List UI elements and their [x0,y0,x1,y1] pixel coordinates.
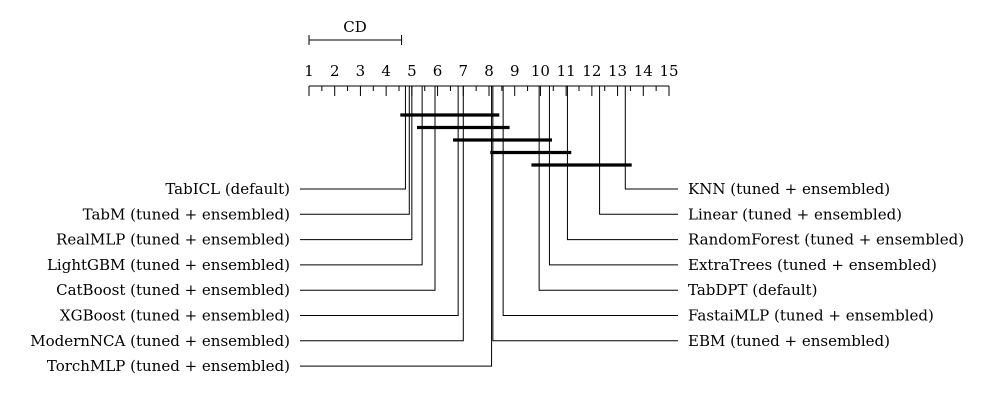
rank-connector [502,86,678,316]
method-label: ExtraTrees (tuned + ensembled) [688,256,937,274]
cd-scale: CD [308,18,403,45]
cd-label: CD [343,18,367,36]
axis-tick-label: 2 [330,62,340,80]
axis-tick-label: 15 [659,62,678,80]
axis-tick-label: 7 [459,62,469,80]
method-label: TabM (tuned + ensembled) [83,205,290,223]
rank-connector [300,86,493,367]
rank-connector [492,86,678,342]
method-label: TorchMLP (tuned + ensembled) [47,357,290,375]
method-label: ModernNCA (tuned + ensembled) [30,332,290,350]
axis-tick-label: 1 [304,62,314,80]
method-label: XGBoost (tuned + ensembled) [60,307,290,325]
axis-tick-label: 4 [381,62,391,80]
rank-connector [566,86,678,241]
rank-connector [624,86,678,190]
rank-connector [548,86,678,266]
axis-tick-label: 5 [407,62,417,80]
rank-connector [599,86,678,215]
rank-connector [300,86,410,215]
rank-connector [300,86,423,266]
method-label: EBM (tuned + ensembled) [688,332,890,350]
axis-tick-label: 9 [510,62,520,80]
axis-tick-label: 12 [582,62,601,80]
method-label: TabICL (default) [165,180,290,198]
method-label: CatBoost (tuned + ensembled) [56,281,290,299]
axis-tick-label: 14 [634,62,653,80]
axis-tick-label: 3 [356,62,366,80]
axis-tick-label: 6 [433,62,443,80]
method-labels: TabICL (default) TabM (tuned + ensembled)… [30,86,964,375]
rank-connector [300,86,459,316]
rank-connector [300,86,436,291]
method-label: TabDPT (default) [688,281,817,299]
rank-connector [538,86,678,291]
method-label: LightGBM (tuned + ensembled) [47,256,290,274]
method-label: RealMLP (tuned + ensembled) [56,231,290,249]
method-label: KNN (tuned + ensembled) [688,180,890,198]
method-label: FastaiMLP (tuned + ensembled) [688,307,934,325]
rank-connector [300,86,464,342]
axis-tick-label: 10 [531,62,550,80]
rank-connector [300,86,406,190]
method-label: Linear (tuned + ensembled) [688,205,902,223]
axis-tick-label: 11 [557,62,576,80]
axis-tick-label: 13 [608,62,627,80]
rank-connector [300,86,413,241]
method-label: RandomForest (tuned + ensembled) [688,231,964,249]
axis-tick-label: 8 [484,62,494,80]
